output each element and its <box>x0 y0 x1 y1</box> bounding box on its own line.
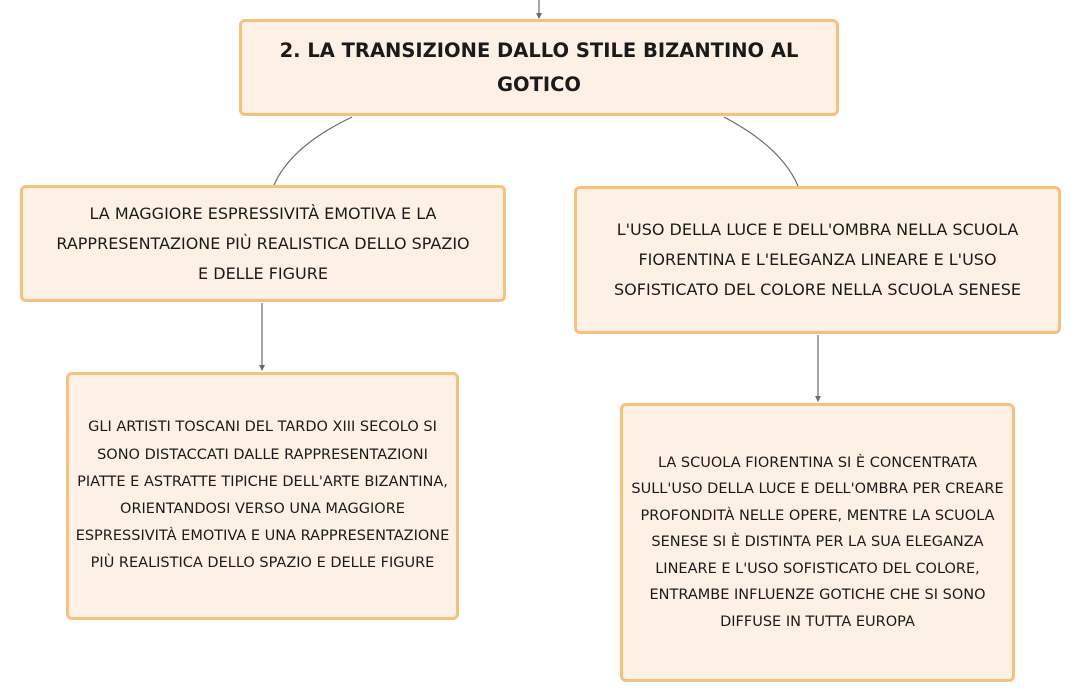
node-right-detail-text: LA SCUOLA FIORENTINA SI È CONCENTRATA SU… <box>631 454 1004 630</box>
connector-root-to-left <box>273 116 353 186</box>
node-root[interactable]: 2. LA TRANSIZIONE DALLO STILE BIZANTINO … <box>239 19 839 116</box>
node-left-detail[interactable]: GLI ARTISTI TOSCANI DEL TARDO XIII SECOL… <box>66 372 459 620</box>
node-right-branch-text: L'USO DELLA LUCE E DELL'OMBRA NELLA SCUO… <box>614 220 1021 299</box>
connector-root-to-right <box>723 116 799 187</box>
node-left-branch-text: LA MAGGIORE ESPRESSIVITÀ EMOTIVA E LA RA… <box>56 203 470 283</box>
node-right-detail[interactable]: LA SCUOLA FIORENTINA SI È CONCENTRATA SU… <box>620 403 1015 682</box>
node-right-branch[interactable]: L'USO DELLA LUCE E DELL'OMBRA NELLA SCUO… <box>574 186 1061 334</box>
node-left-branch[interactable]: LA MAGGIORE ESPRESSIVITÀ EMOTIVA E LA RA… <box>20 185 506 302</box>
node-root-text: 2. LA TRANSIZIONE DALLO STILE BIZANTINO … <box>279 38 799 96</box>
node-left-detail-text: GLI ARTISTI TOSCANI DEL TARDO XIII SECOL… <box>75 419 450 572</box>
